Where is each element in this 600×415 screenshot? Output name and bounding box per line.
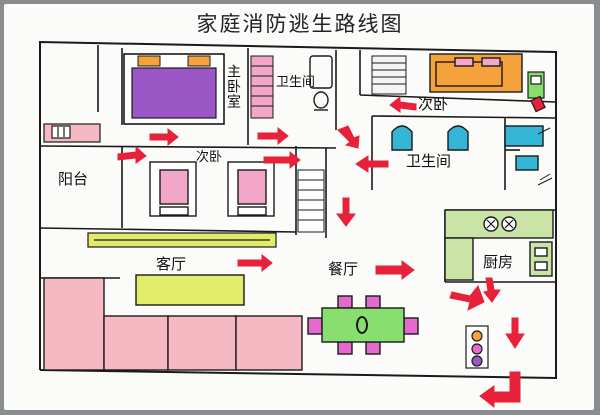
arrow-4: [263, 150, 301, 170]
room-label-dining-room: 餐厅: [328, 260, 359, 278]
room-label-balcony: 阳台: [58, 170, 89, 188]
arrow-11: [449, 285, 485, 311]
arrow-2: [117, 145, 147, 164]
right-bedroom-cabinet: [429, 53, 523, 93]
bottom-pink-walls: [43, 277, 303, 371]
diagram-title: 家庭消防逃生路线图: [196, 12, 404, 36]
room-label-bathroom-left: 卫生间: [276, 75, 316, 90]
arrow-6: [355, 155, 389, 173]
room-label-master-bedroom: 主卧室: [225, 64, 241, 109]
stairs-center: [297, 169, 325, 233]
master-bed: [123, 53, 225, 125]
side-table-right: [527, 71, 546, 113]
stove: [465, 325, 489, 369]
dining-table: [307, 295, 419, 355]
kitchen-counters: [444, 209, 554, 281]
room-label-living-room: 客厅: [156, 255, 187, 273]
arrow-7: [336, 197, 356, 227]
bathroom-left-fixtures: [309, 55, 333, 111]
arrow-9: [375, 260, 415, 280]
room-label-second-bedroom-center: 次卧: [196, 150, 223, 165]
arrow-12: [483, 277, 501, 303]
arrow-8: [237, 253, 273, 273]
outer-walls: [39, 40, 557, 380]
balcony-cabinet: [43, 123, 101, 143]
arrow-10: [389, 95, 417, 113]
arrow-5: [337, 125, 360, 149]
center-bedroom-beds: [149, 161, 275, 217]
escape-route-arrows: [117, 95, 525, 409]
stairs-left: [250, 55, 274, 119]
sofa: [135, 274, 245, 306]
arrow-13: [505, 317, 525, 349]
arrow-1: [149, 127, 179, 147]
room-label-second-bedroom-right: 次卧: [418, 95, 449, 113]
arrow-14: [479, 371, 521, 409]
stairs-right: [371, 55, 407, 95]
room-label-kitchen: 厨房: [483, 253, 514, 271]
tv-cabinet: [87, 232, 277, 248]
bathroom-right-fixtures: [391, 125, 553, 186]
room-label-bathroom-right: 卫生间: [406, 152, 452, 170]
arrow-3: [257, 126, 289, 146]
